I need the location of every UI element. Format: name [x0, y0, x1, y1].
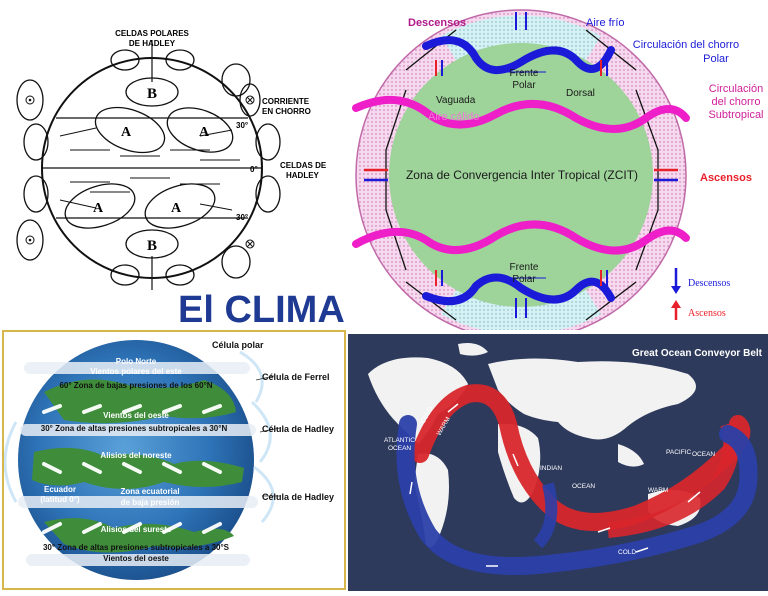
pacific-ocean-label: OCEAN	[692, 451, 715, 458]
ascensos-right-label: Ascensos	[700, 172, 752, 184]
cold-current	[396, 415, 758, 575]
celula-ferrel-label: Célula de Ferrel	[262, 372, 330, 382]
subtropical-jet-bottom	[352, 220, 690, 255]
conveyor-title: Great Ocean Conveyor Belt	[632, 348, 763, 359]
descensos-top-label: Descensos	[408, 17, 466, 29]
hadley-cells-label-1: CELDAS DE	[280, 161, 327, 170]
lat-30n-label: 30°	[236, 121, 248, 130]
subtropical-jet-label-1: Circulación	[709, 83, 763, 95]
subtropical-jet-label-2: del chorro	[712, 96, 761, 108]
high-a-4: A	[171, 201, 182, 216]
subtropical-jet-label-3: Subtropical	[708, 109, 763, 121]
frente-polar-bottom-2: Polar	[512, 274, 536, 285]
aire-frio-label: Aire frío	[586, 17, 625, 29]
hadley-cells-sketch: CELDAS POLARES DE HADLEY CORRIENTE EN CH…	[0, 0, 345, 290]
frente-polar-top-2: Polar	[512, 80, 536, 91]
polar-jet-label-2: Polar	[703, 53, 729, 65]
altas-30n-label: 30° Zona de altas presiones subtropicale…	[41, 424, 228, 433]
alisios-ne-label: Alisios del noreste	[100, 451, 172, 460]
dorsal-label: Dorsal	[566, 88, 595, 99]
ecuador-label-1: Ecuador	[44, 485, 76, 494]
zona-ecuatorial-label-1: Zona ecuatorial	[120, 487, 179, 496]
polar-cells-label-1: CELDAS POLARES	[115, 29, 189, 38]
polar-jet-label-1: Circulación del chorro	[633, 39, 739, 51]
globe-svg: Célula polar Polo Norte Vientos polares …	[3, 340, 334, 580]
celula-polar-label: Célula polar	[212, 340, 264, 350]
celula-hadley-n-label: Célula de Hadley	[262, 424, 334, 434]
jet-stream-label-1: CORRIENTE	[262, 97, 310, 106]
vientos-oeste-n-label: Vientos del oeste	[103, 411, 169, 420]
altas-30s-label: 30° Zona de altas presiones subtropicale…	[43, 543, 230, 552]
atlantic-label-1: ATLANTIC	[384, 437, 415, 444]
ecuador-label-2: (latitud 0°)	[40, 495, 80, 504]
zcit-label: Zona de Convergencia Inter Tropical (ZCI…	[406, 168, 638, 182]
jet-stream-diagram: Descensos Aire frío Circulación del chor…	[346, 0, 768, 341]
bajas-60n-label: 60° Zona de bajas presiones de los 60°N	[59, 381, 212, 390]
polar-jet-bottom	[422, 273, 615, 306]
polar-cells-label-2: DE HADLEY	[129, 39, 176, 48]
high-a-1: A	[121, 125, 132, 140]
legend-ascensos: Ascensos	[688, 308, 726, 319]
warm-label-2: WARM	[648, 487, 668, 494]
hadley-sketch-svg: CELDAS POLARES DE HADLEY CORRIENTE EN CH…	[16, 29, 327, 290]
jet-stream-label-2: EN CHORRO	[262, 107, 311, 116]
zona-ecuatorial-label-2: de baja presión	[121, 498, 180, 507]
vientos-polares-label: Vientos polares del este	[90, 367, 182, 376]
lat-0-label: 0°	[250, 165, 258, 174]
cold-label-2: COLD	[618, 549, 636, 556]
legend-descensos: Descensos	[688, 278, 730, 289]
conveyor-svg: Great Ocean Conveyor Belt ATLANTIC OCEAN…	[368, 343, 763, 575]
indian-label-2: OCEAN	[572, 483, 595, 490]
high-a-3: A	[93, 201, 104, 216]
lat-30s-label: 30°	[236, 213, 248, 222]
atmospheric-cells-globe: Célula polar Polo Norte Vientos polares …	[2, 330, 346, 590]
frente-polar-top-1: Frente	[510, 68, 539, 79]
alisios-se-label: Alisios del sureste	[101, 525, 172, 534]
celula-hadley-s-label: Célula de Hadley	[262, 492, 334, 502]
jet-diagram-svg: Descensos Aire frío Circulación del chor…	[352, 9, 764, 341]
subtropical-jet-top	[352, 95, 690, 133]
polar-jet-top	[422, 36, 615, 74]
polo-norte-label: Polo Norte	[116, 357, 157, 366]
frente-polar-bottom-1: Frente	[510, 262, 539, 273]
ocean-conveyor-map: Great Ocean Conveyor Belt ATLANTIC OCEAN…	[348, 334, 768, 591]
hadley-cells-label-2: HADLEY	[286, 171, 320, 180]
low-b-bottom: B	[147, 238, 157, 254]
aire-calido-label: Aire cálido	[428, 111, 479, 123]
pacific-label: PACIFIC	[666, 449, 691, 456]
vaguada-label: Vaguada	[436, 95, 476, 106]
vientos-oeste-s-label: Vientos del oeste	[103, 554, 169, 563]
page-title: El CLIMA	[178, 289, 345, 331]
indian-label-1: INDIAN	[540, 465, 562, 472]
low-b-top: B	[147, 86, 157, 102]
high-a-2: A	[199, 125, 210, 140]
atlantic-label-2: OCEAN	[388, 445, 411, 452]
